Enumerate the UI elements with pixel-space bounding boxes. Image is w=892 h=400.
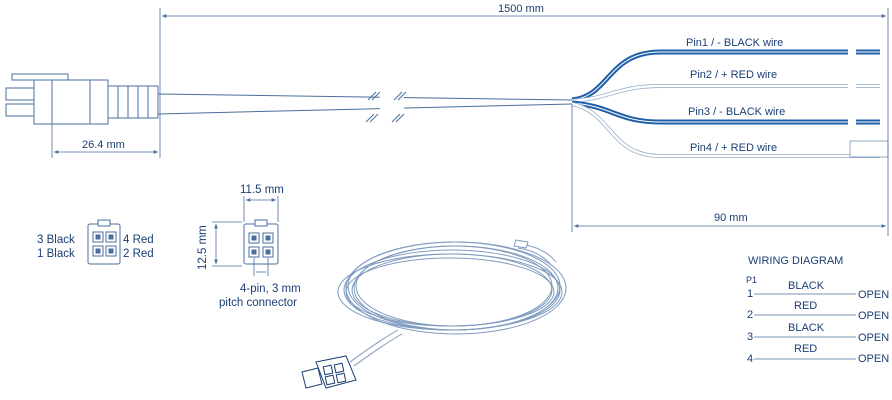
wiring-end: OPEN <box>858 353 889 365</box>
wiring-diagram: 1 BLACK OPEN 2 RED OPEN 3 BLACK OPEN 4 R… <box>747 280 889 365</box>
mini-connector <box>301 355 357 389</box>
pin-1-label: 1 Black <box>37 248 75 260</box>
wiring-wire: RED <box>794 343 817 355</box>
pin-3-label: 3 Black <box>37 234 75 246</box>
wiring-row: 3 BLACK OPEN <box>747 322 889 344</box>
wiring-row: 2 RED OPEN <box>747 300 889 322</box>
pinout-face <box>87 219 121 265</box>
wire-2-label: Pin2 / + RED wire <box>690 69 777 81</box>
connector-pin-bottom <box>5 103 35 117</box>
wiring-end: OPEN <box>858 332 889 344</box>
wiring-diagram-title: WIRING DIAGRAM <box>748 255 843 267</box>
connector-body <box>33 79 109 125</box>
wire-1-label: Pin1 / - BLACK wire <box>686 37 783 49</box>
dim-breakout-length: 90 mm <box>714 212 748 224</box>
wiring-pin: 2 <box>747 309 753 321</box>
wiring-pin: 4 <box>747 353 753 365</box>
wiring-pin: 3 <box>747 331 753 343</box>
wire-breakout <box>571 49 889 158</box>
wire-3-label: Pin3 / - BLACK wire <box>688 106 785 118</box>
dim-connector-length: 26.4 mm <box>82 139 125 151</box>
connector-caption-line1: 4-pin, 3 mm <box>240 283 301 295</box>
wire-4-label: Pin4 / + RED wire <box>690 142 777 154</box>
pin-4-label: 4 Red <box>123 234 154 246</box>
wiring-wire: BLACK <box>788 322 825 334</box>
cable-jacket-top <box>157 93 573 101</box>
connector-pin-top <box>5 87 35 101</box>
connector-caption-line2: pitch connector <box>219 297 297 309</box>
wiring-wire: RED <box>794 300 817 312</box>
connector-face-dimensioned <box>243 219 279 265</box>
wiring-end: OPEN <box>858 310 889 322</box>
dim-connector-height: 12.5 mm <box>197 225 209 270</box>
strain-relief <box>107 85 159 119</box>
wiring-row: 1 BLACK OPEN <box>747 280 889 301</box>
wire-2-red <box>571 84 880 103</box>
wiring-end: OPEN <box>858 289 889 301</box>
wiring-diagram-header: P1 <box>746 275 757 285</box>
wiring-row: 4 RED OPEN <box>747 343 889 365</box>
wiring-pin: 1 <box>747 288 753 300</box>
break-mark <box>365 90 407 124</box>
dim-cable-length: 1500 mm <box>498 3 544 15</box>
coiled-cable-illustration <box>301 239 567 389</box>
pin-2-label: 2 Red <box>123 248 154 260</box>
dim-connector-width: 11.5 mm <box>240 184 284 196</box>
wiring-wire: BLACK <box>788 280 825 292</box>
cable-jacket-bottom <box>157 103 573 115</box>
cable-side-view <box>5 73 573 125</box>
